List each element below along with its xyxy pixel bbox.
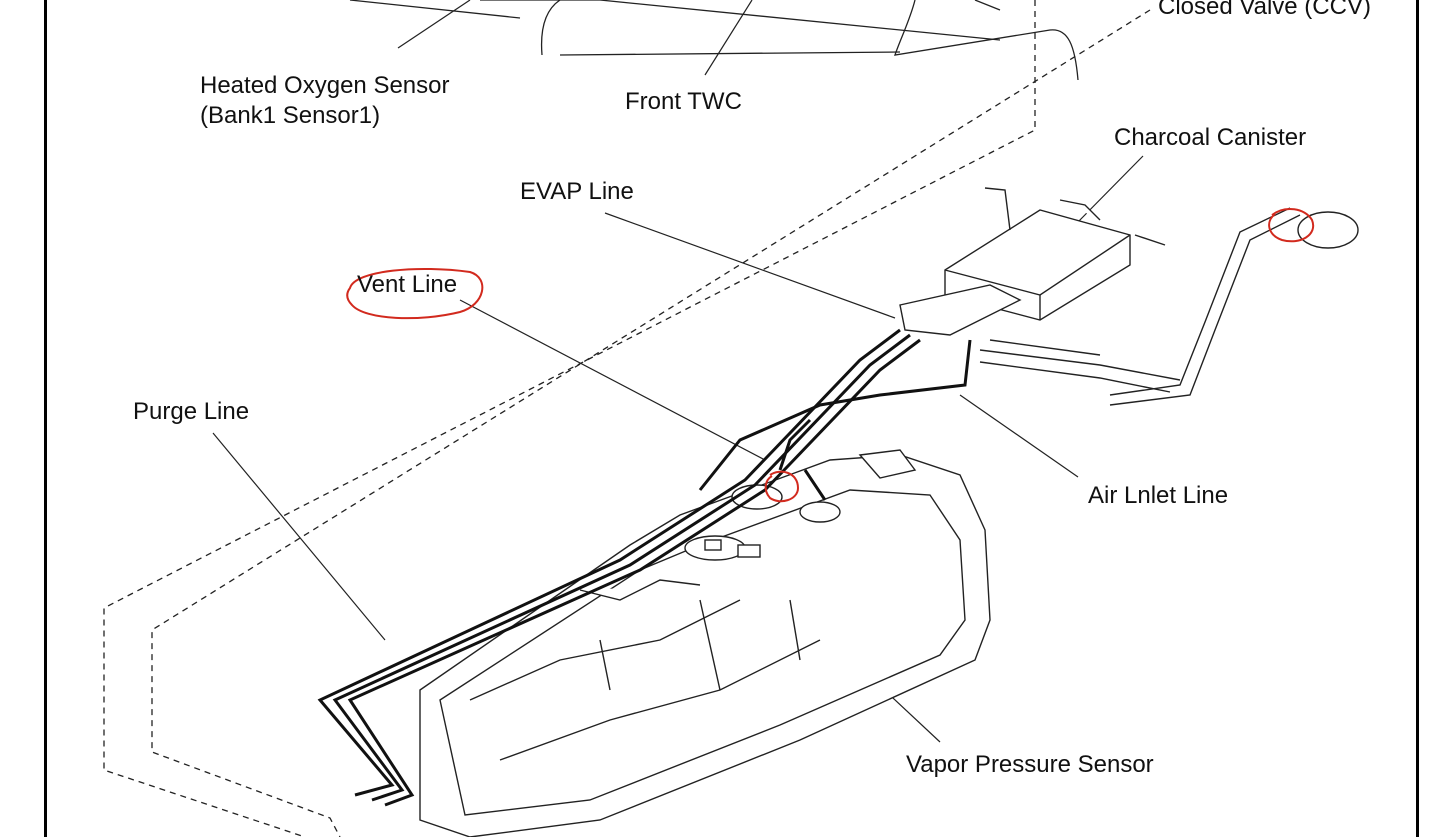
vapor-pressure-sensor-label: Vapor Pressure Sensor: [906, 751, 1154, 778]
evap-line-label: EVAP Line: [520, 178, 634, 205]
purge-line-label: Purge Line: [133, 398, 250, 425]
charcoal-canister-label: Charcoal Canister: [1114, 124, 1307, 151]
front-twc-label: Front TWC: [625, 88, 742, 115]
air-inlet-line-label: Air Lnlet Line: [1088, 482, 1229, 509]
pipe-bundle: [317, 328, 972, 807]
heated-oxygen-sensor-sublabel: (Bank1 Sensor1): [200, 102, 381, 129]
dashed-body-outline: [103, 0, 1151, 837]
red-annotations: [346, 208, 1315, 503]
heated-oxygen-sensor-label: Heated Oxygen Sensor: [200, 72, 450, 99]
leader-lines: [212, 0, 1144, 743]
fuel-tank: [419, 449, 991, 837]
filler-neck: [979, 207, 1359, 406]
left-frame-border: [44, 0, 47, 837]
right-frame-border: [1416, 0, 1419, 837]
ccv-label: Closed Valve (CCV): [1158, 0, 1371, 20]
charcoal-canister: [899, 187, 1166, 336]
exhaust-sketch: [349, 0, 1079, 81]
vent-line-label: Vent Line: [357, 271, 458, 298]
